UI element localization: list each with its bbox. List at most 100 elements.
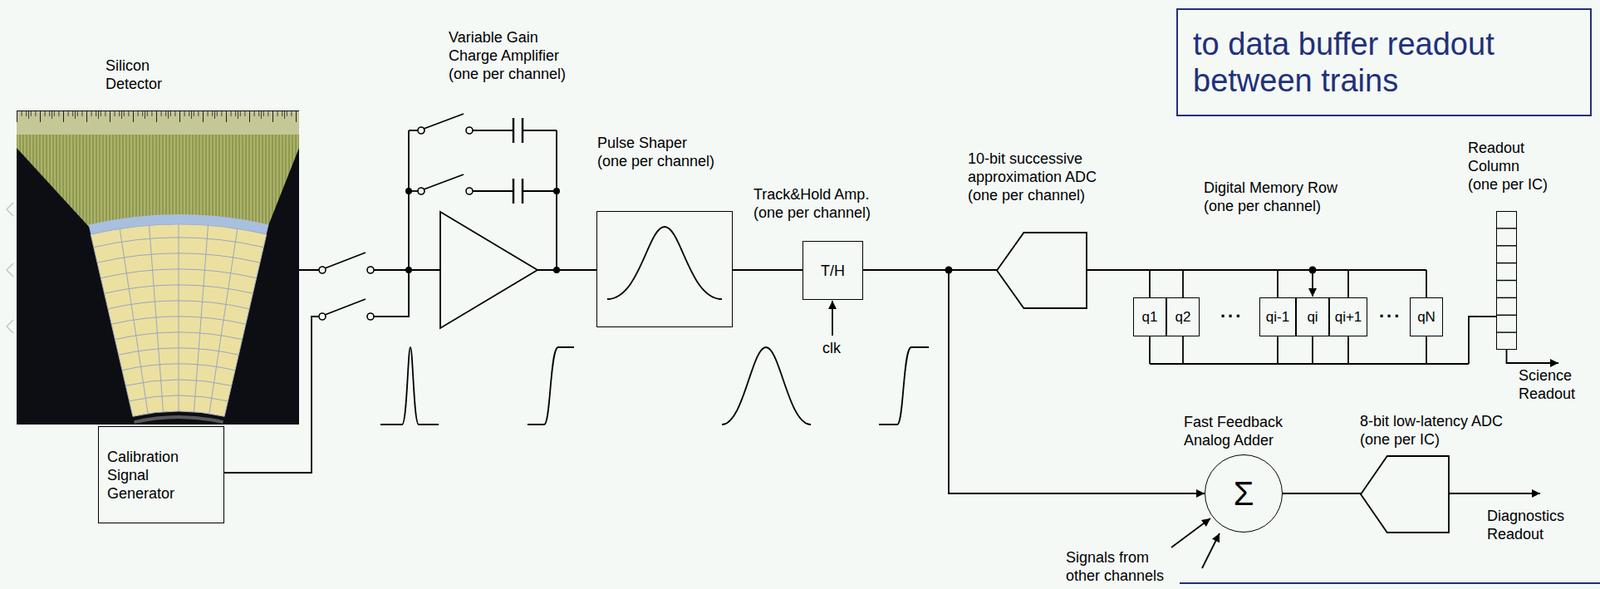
feedback-network	[466, 187, 473, 195]
signal-wire	[732, 269, 803, 271]
feedback-network	[408, 129, 418, 132]
amplifier-symbol	[440, 211, 538, 329]
memory-bus	[1121, 269, 1427, 271]
cell-label: qN	[1417, 309, 1436, 326]
detector: Silicon Detector	[16, 110, 300, 425]
amplifier-symbol	[440, 211, 538, 329]
branch-dot	[945, 266, 953, 275]
feedback-network	[555, 130, 558, 270]
memory-bus	[1148, 336, 1151, 364]
memory-bus	[1425, 336, 1428, 364]
ellipsis: ...	[1379, 300, 1402, 323]
sum-symbol: Σ	[1233, 475, 1255, 512]
memory-bus	[1309, 266, 1317, 275]
detector-photo	[134, 417, 224, 423]
memory-bus	[1425, 269, 1428, 298]
memory-bus	[1276, 336, 1279, 364]
detector-photo	[16, 110, 300, 425]
signal-generator-box: Calibration Signal Generator	[98, 426, 225, 524]
input-switch	[319, 252, 374, 324]
memory-bus	[1311, 269, 1314, 297]
track-hold-box: Track&Hold Amp. (one per channel)T/H	[802, 240, 864, 300]
detector-photo	[90, 224, 267, 417]
input-label: Signals from other channels	[1065, 548, 1168, 585]
cell-label: q1	[1142, 309, 1159, 326]
memory-cell: qi	[1295, 297, 1330, 337]
clock-wire	[832, 300, 834, 336]
ellipsis: ...	[1220, 300, 1243, 323]
feedback-network	[512, 178, 515, 204]
part-heading: 8-bit low-latency ADC (one per IC)	[1359, 412, 1510, 449]
feedback-network	[417, 187, 425, 195]
adc-outline	[1360, 456, 1449, 533]
pulse-shaper: Pulse Shaper (one per channel)	[596, 211, 733, 328]
readout-column-cells	[1496, 279, 1517, 281]
memory-bus	[1182, 336, 1184, 364]
note-text: to data buffer readout between trains	[1192, 25, 1534, 99]
feedback-network	[472, 129, 514, 132]
memory-cell: qi-1	[1259, 297, 1296, 337]
signal-wire	[1477, 315, 1497, 318]
clock-wire	[831, 300, 834, 336]
memory-bus	[1468, 316, 1478, 364]
cell-label: q2	[1175, 309, 1192, 326]
feedback-network	[512, 117, 515, 143]
cell-label: qi-1	[1266, 309, 1290, 326]
part-heading: Silicon Detector	[105, 56, 172, 94]
branch-dot	[945, 266, 953, 275]
frame-line	[1179, 583, 1600, 585]
waveform-sketch	[527, 347, 575, 425]
output-label: Diagnostics Readout	[1487, 506, 1571, 544]
waveform-sketch	[878, 347, 929, 425]
part-heading: Digital Memory Row (one per channel)	[1203, 178, 1345, 216]
memory-bus	[1347, 336, 1350, 364]
memory-cell: qi+1	[1329, 297, 1368, 337]
feedback-network	[522, 129, 557, 132]
output-label: Science Readout	[1518, 366, 1581, 403]
feedback-network	[423, 113, 464, 129]
box-label: T/H	[820, 261, 845, 280]
part-heading: Track&Hold Amp. (one per channel)	[753, 185, 877, 222]
memory-bus	[1121, 266, 1478, 365]
adc-symbol: 10-bit successive approximation ADC (one…	[996, 232, 1087, 309]
adc-outline	[996, 232, 1087, 309]
feedback-network	[522, 190, 557, 192]
memory-bus	[1148, 269, 1151, 298]
signal-wire	[863, 269, 1205, 494]
charge-amplifier: Variable Gain Charge Amplifier (one per …	[440, 211, 538, 329]
input-switch	[367, 313, 374, 320]
detector-photo	[16, 111, 300, 135]
detector-photo	[16, 134, 300, 228]
memory-bus	[1311, 336, 1314, 364]
input-arrow	[1202, 533, 1220, 569]
adc-symbol: 8-bit low-latency ADC (one per IC)	[1360, 456, 1449, 533]
signal-name: clk	[822, 338, 841, 358]
feedback-network	[407, 130, 410, 317]
frame-line	[1179, 582, 1600, 585]
readout-column-cells	[1496, 314, 1517, 316]
part-heading: Readout Column (one per IC)	[1467, 138, 1551, 194]
waveform-sketch	[721, 347, 811, 425]
input-arrow	[1171, 518, 1220, 569]
signal-wire	[1086, 269, 1122, 271]
input-switch	[319, 313, 326, 320]
input-switch	[319, 266, 326, 274]
detector-photo	[16, 110, 300, 425]
waveform-sketch	[380, 347, 439, 425]
readout-column: Readout Column (one per IC)	[1496, 211, 1517, 350]
memory-cell: q2	[1166, 297, 1200, 337]
part-heading: Pulse Shaper (one per channel)	[597, 133, 719, 171]
memory-bus	[1149, 363, 1469, 365]
feedback-network	[405, 113, 560, 317]
output-arrow	[1506, 349, 1560, 364]
feedback-network	[405, 266, 413, 274]
box-label: Calibration Signal Generator	[107, 447, 191, 503]
feedback-network	[466, 127, 473, 134]
waveform-sketch	[380, 226, 929, 425]
output-arrow	[1448, 492, 1541, 495]
waveform-sketch	[607, 226, 722, 300]
memory-bus	[1182, 269, 1184, 298]
